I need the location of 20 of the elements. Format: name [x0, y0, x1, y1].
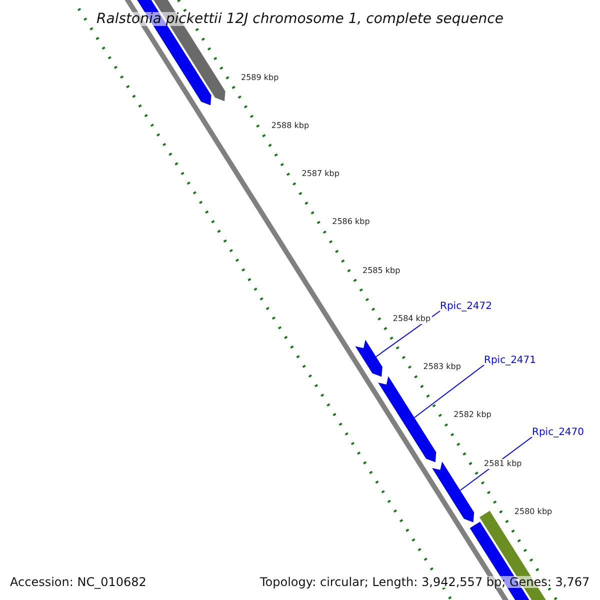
leader-line	[414, 364, 484, 418]
scale-label: 2583 kbp	[422, 362, 462, 372]
gene-label: Rpic_2471	[484, 356, 536, 366]
scale-label: 2589 kbp	[240, 72, 280, 83]
gene-bar	[355, 340, 382, 377]
gene-bar	[378, 376, 436, 462]
genome-info-text: Topology: circular; Length: 3,942,557 bp; Genes: 3,767	[260, 576, 590, 588]
scale-label: 2582 kbp	[452, 410, 492, 420]
accession-text: Accession: NC_010682	[10, 576, 146, 588]
scale-label: 2586 kbp	[331, 217, 371, 228]
gene-bar	[432, 462, 474, 522]
gene-label: Rpic_2470	[532, 428, 584, 438]
scale-label: 2581 kbp	[483, 458, 523, 469]
scale-label: 2584 kbp	[392, 314, 432, 324]
scale-label: 2587 kbp	[300, 169, 340, 180]
scale-label: 2588 kbp	[270, 121, 310, 131]
title: Ralstonia pickettii 12J chromosome 1, complete sequence	[96, 12, 504, 26]
gene-label: Rpic_2472	[440, 302, 492, 312]
scale-label: 2585 kbp	[362, 266, 402, 276]
scale-label: 2580 kbp	[513, 506, 554, 517]
